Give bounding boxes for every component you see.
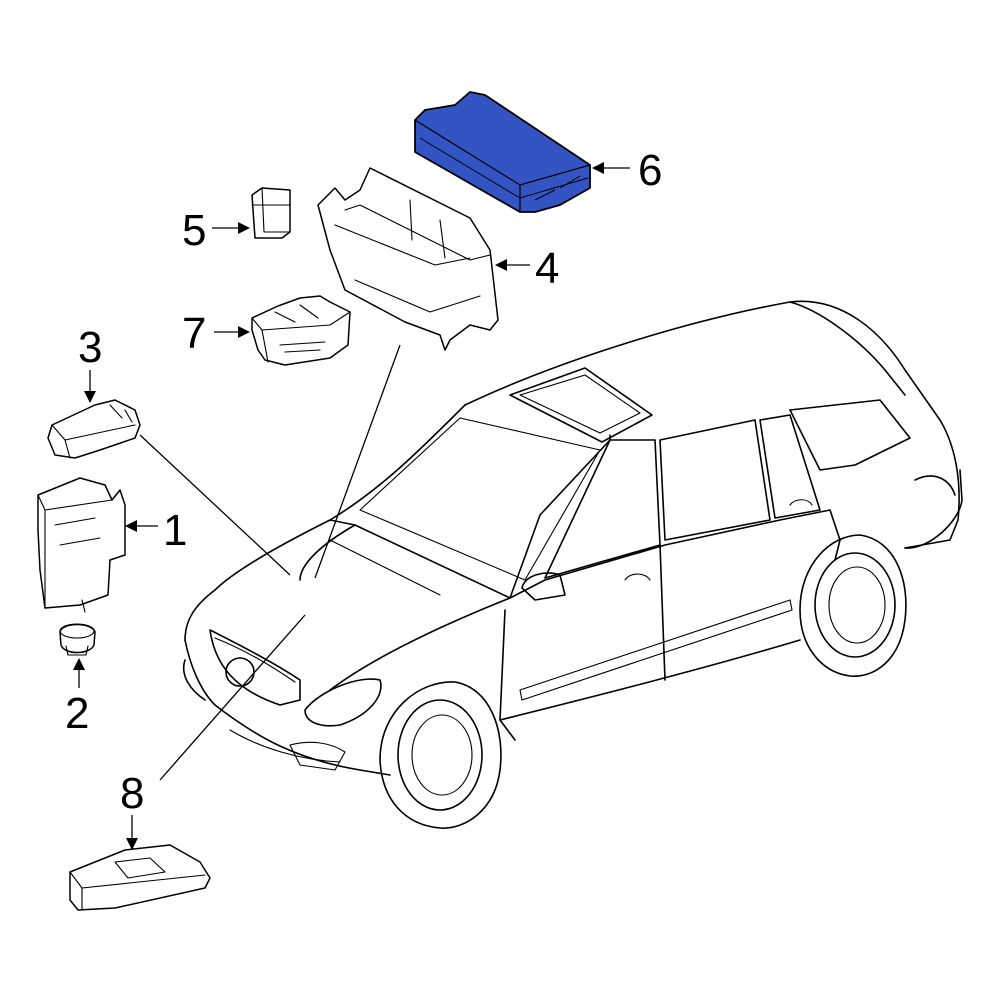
callout-2: 2 (65, 689, 89, 738)
part-5-relay[interactable] (251, 187, 291, 239)
callout-6: 6 (638, 146, 662, 195)
part-7-fuse-block[interactable] (251, 295, 351, 366)
part-6-body (414, 91, 591, 213)
part-2-nut[interactable] (59, 623, 96, 656)
callout-1: 1 (163, 506, 187, 555)
part-1-bracket[interactable] (37, 477, 126, 613)
callout-8: 8 (120, 769, 144, 818)
vehicle-illustration (183, 300, 963, 829)
callout-4: 4 (535, 244, 559, 293)
callout-3: 3 (78, 323, 102, 372)
leader-lines (139, 344, 401, 781)
callout-arrows (73, 162, 630, 850)
part-8-module[interactable] (69, 844, 211, 911)
part-3-cover[interactable] (47, 399, 141, 459)
callout-7: 7 (182, 309, 206, 358)
part-4-tray[interactable] (317, 167, 499, 351)
callout-5: 5 (182, 206, 206, 255)
part-6-module[interactable] (414, 91, 591, 213)
